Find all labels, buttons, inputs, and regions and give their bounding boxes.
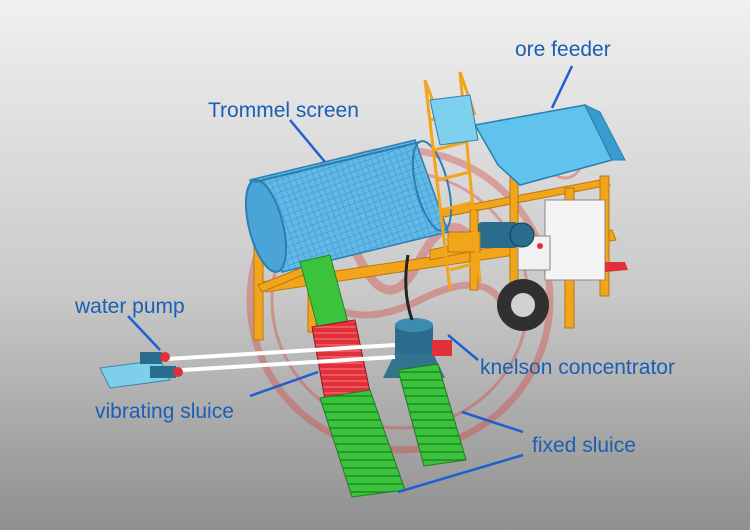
label-knelson-concentrator: knelson concentrator bbox=[480, 356, 675, 379]
fixed-sluice-right bbox=[397, 363, 467, 467]
ore-feeder bbox=[473, 103, 626, 186]
leader-line-water-pump bbox=[127, 315, 161, 351]
tow-hitch bbox=[605, 262, 628, 272]
water-pump bbox=[99, 352, 183, 389]
leader-line-vibrating-sluice bbox=[249, 370, 319, 398]
label-water-pump: water pump bbox=[75, 295, 185, 318]
trailer-wheel bbox=[497, 279, 549, 331]
panel-indicator-icon bbox=[537, 243, 543, 249]
water-pipes bbox=[149, 343, 396, 374]
stair-treads bbox=[429, 94, 479, 146]
leader-line-fixed-sluice-b bbox=[397, 453, 524, 494]
leader-lines bbox=[127, 65, 574, 494]
label-trommel-screen: Trommel screen bbox=[208, 99, 359, 122]
control-cabinet bbox=[544, 199, 606, 281]
leader-line-trommel bbox=[289, 119, 326, 163]
leader-line-knelson bbox=[447, 334, 479, 361]
leader-line-fixed-sluice-a bbox=[461, 410, 524, 434]
label-vibrating-sluice: vibrating sluice bbox=[95, 400, 234, 423]
label-ore-feeder: ore feeder bbox=[515, 38, 611, 61]
trommel-screen bbox=[244, 139, 453, 273]
label-fixed-sluice: fixed sluice bbox=[532, 434, 636, 457]
leader-line-ore-feeder bbox=[550, 65, 574, 109]
